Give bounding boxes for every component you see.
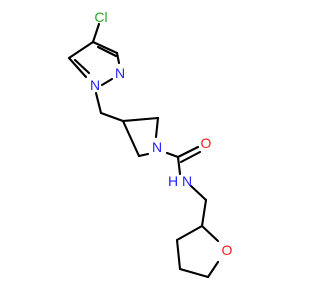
bond-n1-ch2 — [94, 91, 103, 115]
bond-cl-c4 — [91, 22, 101, 44]
bond-thf-c5-c4 — [178, 267, 210, 279]
bond-thf-c3-c2 — [175, 224, 204, 242]
bond-c-nh — [176, 155, 182, 176]
atom-label-amide-h: H — [168, 173, 178, 189]
bond-c-o-1 — [176, 145, 200, 159]
bond-n2-n1 — [100, 77, 114, 87]
atom-label-pyrazole-n2: N — [115, 65, 125, 81]
bond-ch2-thf-c2 — [200, 198, 208, 228]
atom-label-thf-o: O — [222, 242, 233, 258]
bond-c4-c3-double — [96, 45, 118, 58]
atom-label-azetidine-n: N — [152, 139, 162, 155]
bond-azet-c2-n — [154, 116, 160, 139]
bond-azet-c3-c2 — [121, 116, 160, 123]
atom-label-amide-n: N — [182, 173, 192, 189]
bond-c-o-2 — [179, 150, 202, 164]
structure-svg: Cl N N N O N H O — [67, 9, 233, 279]
bond-nh-ch2 — [189, 184, 208, 202]
bond-c5-n1 — [67, 56, 88, 79]
atom-label-chlorine: Cl — [94, 9, 107, 25]
bond-azet-c4-n — [137, 152, 150, 158]
bond-n-carbonyl-c — [165, 151, 180, 159]
bond-thf-c4-c3 — [175, 238, 182, 271]
atom-label-carbonyl-o: O — [201, 135, 212, 151]
bond-azet-c3-c4 — [121, 119, 141, 158]
bond-ch2-c3azet — [99, 111, 125, 123]
bond-c3-n2 — [115, 51, 121, 65]
bond-c4-c3 — [91, 40, 119, 55]
bond-c5-n1-double — [73, 58, 91, 75]
bond-thf-o-c5 — [206, 260, 220, 279]
bond-c4-c5 — [67, 40, 95, 60]
atom-label-pyrazole-n1: N — [90, 77, 100, 93]
bond-thf-c2-o — [200, 224, 220, 243]
molecule-diagram: Cl N N N O N H O — [67, 9, 233, 279]
